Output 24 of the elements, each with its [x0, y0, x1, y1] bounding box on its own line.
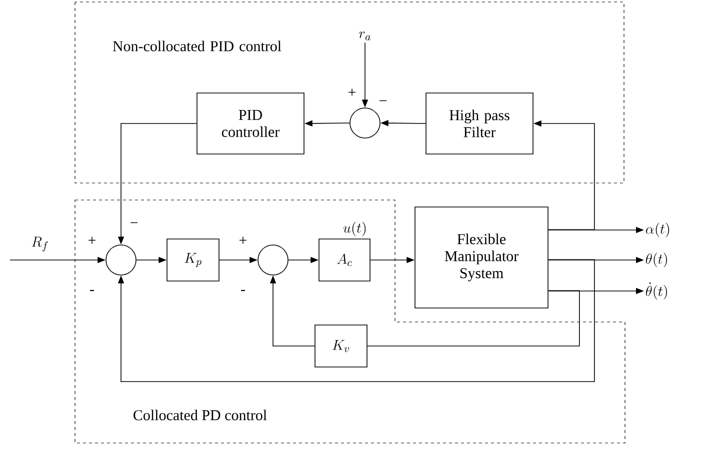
sign-label: + [348, 88, 356, 96]
sign-label: + [88, 236, 96, 244]
sign-label: + [240, 236, 246, 244]
connector-line [367, 290, 580, 346]
edge-label: $R_f$ [30, 236, 50, 252]
block-box: Flexible Manipulator System [414, 206, 548, 308]
summing-junction [258, 244, 288, 276]
block-box: $K_p$ [166, 238, 220, 282]
sign-label: − [130, 222, 138, 224]
edge-label: $u(t)$ [342, 220, 368, 238]
sign-label: − [380, 100, 386, 102]
block-box: PID controller [196, 92, 304, 154]
block-box: High pass Filter [426, 92, 534, 154]
arrow [118, 259, 595, 382]
summing-junction [106, 244, 136, 276]
output-label: $\dot{\theta}(t)$ [646, 282, 667, 300]
output-label: $\theta(t)$ [646, 252, 667, 268]
block-box: $A_c$ [318, 238, 370, 282]
block-box: $K_v$ [314, 324, 368, 368]
summing-junction [350, 108, 380, 138]
output-label: $\alpha(t)$ [646, 222, 670, 238]
sign-label: - [241, 290, 245, 292]
input-label: $r_a$ [359, 32, 370, 40]
sign-label: - [90, 290, 94, 292]
